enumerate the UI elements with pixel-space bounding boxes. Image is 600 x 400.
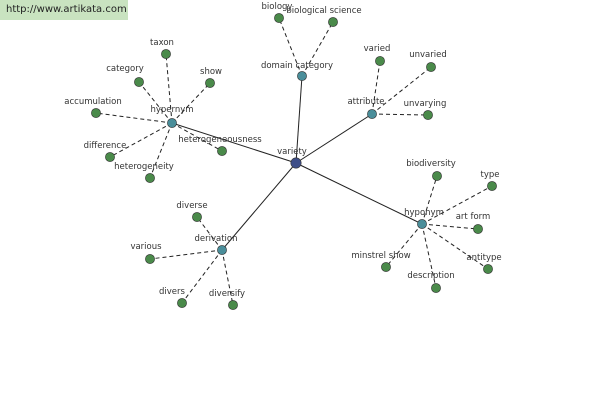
leaf-label-heterogeneity[interactable]: heterogeneity (114, 162, 174, 172)
site-watermark[interactable]: http://www.artikata.com (0, 0, 128, 20)
edge-hyponym-art-form (421, 223, 479, 230)
relation-node-domain-category[interactable] (297, 71, 307, 81)
leaf-node-minstrel-show[interactable] (381, 262, 391, 272)
edge-variety-derivation (221, 162, 297, 251)
center-node-variety[interactable] (290, 157, 302, 169)
leaf-label-heterogeneousness[interactable]: heterogeneousness (178, 135, 262, 145)
leaf-node-biodiversity[interactable] (432, 171, 442, 181)
edge-hypernym-heterogeneity (149, 122, 173, 179)
leaf-label-biology[interactable]: biology (262, 2, 293, 12)
relation-label-domain-category[interactable]: domain category (261, 61, 333, 71)
leaf-node-antitype[interactable] (483, 264, 493, 274)
edge-hypernym-difference (109, 122, 173, 158)
edge-attribute-unvarying (371, 113, 429, 116)
graph-nodes (91, 13, 497, 310)
relation-label-attribute[interactable]: attribute (347, 97, 384, 107)
edge-hyponym-minstrel-show (385, 223, 423, 268)
edge-variety-domain-category (295, 75, 303, 164)
leaf-label-difference[interactable]: difference (84, 141, 127, 151)
leaf-node-type[interactable] (487, 181, 497, 191)
leaf-node-divers[interactable] (177, 298, 187, 308)
leaf-node-category[interactable] (134, 77, 144, 87)
leaf-label-show[interactable]: show (200, 67, 222, 77)
leaf-node-difference[interactable] (105, 152, 115, 162)
leaf-node-unvaried[interactable] (426, 62, 436, 72)
edge-variety-hypernym (171, 122, 297, 164)
center-label-variety[interactable]: variety (277, 147, 307, 157)
relation-label-derivation[interactable]: derivation (194, 234, 237, 244)
leaf-node-taxon[interactable] (161, 49, 171, 59)
edge-domain-category-biological-science (301, 21, 334, 77)
leaf-node-unvarying[interactable] (423, 110, 433, 120)
edge-hyponym-description (421, 223, 437, 289)
leaf-label-varied[interactable]: varied (364, 44, 391, 54)
relation-label-hypernym[interactable]: hypernym (150, 105, 193, 115)
edge-hypernym-accumulation (95, 112, 173, 124)
leaf-node-description[interactable] (431, 283, 441, 293)
edge-hypernym-show (171, 82, 211, 124)
edge-hyponym-biodiversity (421, 175, 438, 225)
edge-hypernym-taxon (165, 53, 173, 124)
leaf-label-taxon[interactable]: taxon (150, 38, 174, 48)
relation-node-derivation[interactable] (217, 245, 227, 255)
relation-label-hyponym[interactable]: hyponym (404, 208, 444, 218)
leaf-label-divers[interactable]: divers (159, 287, 186, 297)
relation-node-hypernym[interactable] (167, 118, 177, 128)
leaf-node-heterogeneousness[interactable] (217, 146, 227, 156)
edge-derivation-various (149, 249, 223, 260)
edge-hyponym-type (421, 185, 493, 225)
edge-hypernym-category (138, 81, 173, 124)
edge-variety-attribute (295, 113, 373, 164)
edge-domain-category-biology (278, 17, 303, 77)
edge-attribute-varied (371, 60, 381, 115)
leaf-label-category[interactable]: category (106, 64, 144, 74)
leaf-node-biological-science[interactable] (328, 17, 338, 27)
leaf-label-diversify[interactable]: diversify (209, 289, 245, 299)
leaf-label-antitype[interactable]: antitype (466, 253, 501, 263)
leaf-label-description[interactable]: description (407, 271, 454, 281)
leaf-label-accumulation[interactable]: accumulation (64, 97, 121, 107)
leaf-node-diversify[interactable] (228, 300, 238, 310)
leaf-label-minstrel-show[interactable]: minstrel show (351, 251, 410, 261)
leaf-label-unvarying[interactable]: unvarying (404, 99, 447, 109)
leaf-node-show[interactable] (205, 78, 215, 88)
leaf-node-diverse[interactable] (192, 212, 202, 222)
leaf-node-accumulation[interactable] (91, 108, 101, 118)
relation-node-attribute[interactable] (367, 109, 377, 119)
leaf-label-diverse[interactable]: diverse (176, 201, 207, 211)
leaf-node-various[interactable] (145, 254, 155, 264)
leaf-label-biological-science[interactable]: biological science (286, 6, 361, 16)
leaf-label-art-form[interactable]: art form (456, 212, 491, 222)
edge-hyponym-antitype (421, 223, 489, 270)
leaf-label-type[interactable]: type (481, 170, 500, 180)
edge-derivation-diversify (221, 249, 234, 306)
leaf-label-biodiversity[interactable]: biodiversity (406, 159, 456, 169)
leaf-node-art-form[interactable] (473, 224, 483, 234)
leaf-node-varied[interactable] (375, 56, 385, 66)
relation-node-hyponym[interactable] (417, 219, 427, 229)
leaf-label-various[interactable]: various (130, 242, 162, 252)
leaf-node-biology[interactable] (274, 13, 284, 23)
leaf-label-unvaried[interactable]: unvaried (409, 50, 447, 60)
graph-edges (95, 17, 493, 306)
edge-hypernym-heterogeneousness (171, 122, 223, 152)
leaf-node-heterogeneity[interactable] (145, 173, 155, 183)
edge-variety-hyponym (295, 162, 423, 225)
edge-attribute-unvaried (371, 66, 432, 115)
